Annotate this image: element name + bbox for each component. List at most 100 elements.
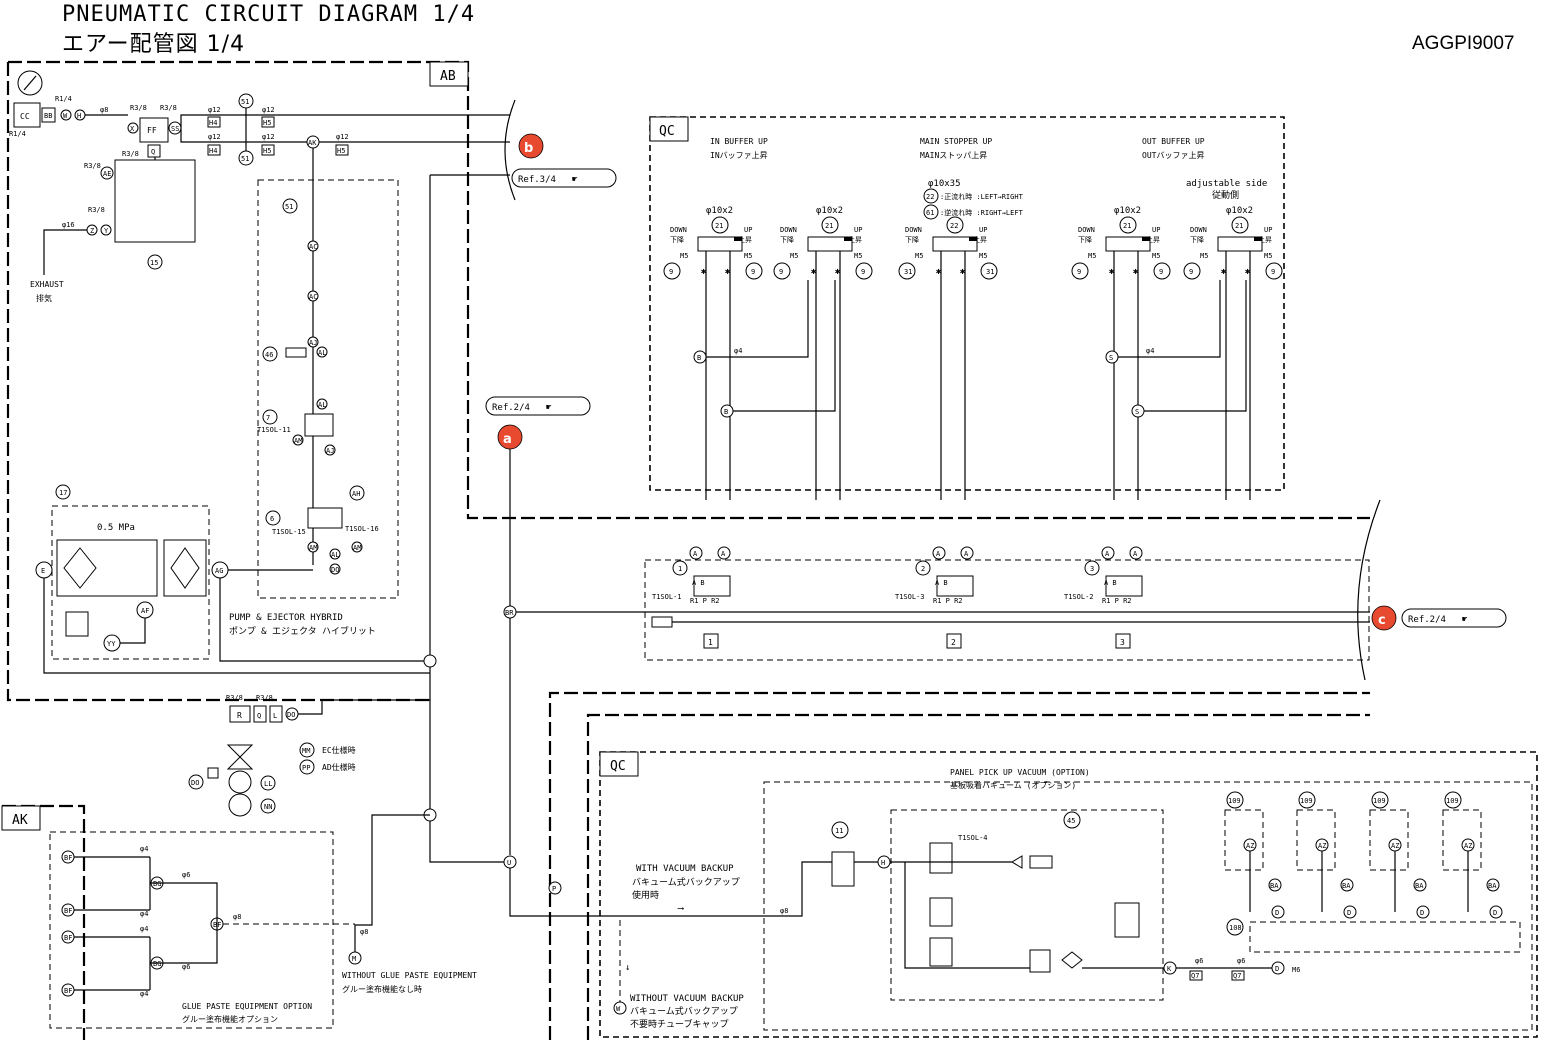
main-stopper-cyl-m5a-label: M5 [915, 252, 923, 260]
exhaust-z-label: Z [90, 227, 94, 235]
vacuum-title: PANEL PICK UP VACUUM (OPTION) [950, 768, 1090, 777]
out-buffer-cyl-1-fitting-right [1153, 262, 1171, 280]
ref-b-tag[interactable] [511, 168, 617, 188]
reg-do-label: DO [287, 711, 295, 719]
marker-b-label: b [524, 141, 533, 156]
glue-phi4-label-1: φ4 [140, 910, 148, 918]
valve-3-ports-label: R1 P R2 [1102, 597, 1132, 605]
in-buffer-cyl-2-number [821, 216, 839, 234]
suction-cup-4-zone [1442, 809, 1482, 871]
reg-bottom-line [43, 578, 430, 674]
valve-1-body [693, 575, 731, 597]
out-buffer-cyl-2-speed-control-icon-1: ✱ [1245, 267, 1251, 277]
vacuum-phi8-label: φ8 [780, 907, 788, 915]
out-buffer-cyl-2-speed-control-icon-0: ✱ [1221, 267, 1227, 277]
item-17-label: 17 [59, 489, 67, 497]
suction-cup-1-d-node [1271, 905, 1285, 919]
lock-icon [207, 767, 219, 779]
valve-br-label: BR [505, 609, 514, 617]
vacuum-with-jp-label: バキューム式バックアップ [632, 876, 740, 888]
glue-bf-label-3: BF [64, 987, 72, 995]
main-stopper-cyl-number-label: 22 [950, 222, 958, 230]
suction-cup-4-item-109-label: 109 [1446, 797, 1459, 805]
main-stopper-label: MAIN STOPPER UP [920, 137, 992, 146]
supply-phi12c-label: φ12 [262, 106, 275, 114]
reg-pp-node [299, 759, 315, 775]
ref-c-tag[interactable] [1401, 608, 1507, 628]
ref-c-label: Ref.2/4 [1408, 615, 1446, 625]
in-buffer-cyl-1-up-jp-label: 上昇 [738, 235, 752, 244]
out-buffer-cyl-1-up-label: UP [1152, 226, 1160, 234]
in-buffer-b1-label: B [697, 354, 701, 362]
vacuum-p-label: P [552, 885, 556, 893]
page-title-jp: エアー配管図 1/4 [62, 32, 246, 57]
out-buffer-cyl-1-fitting-left [1071, 262, 1089, 280]
out-buffer-cyl-1-size: φ10x2 [1114, 206, 1141, 216]
zone-qc-top-tag [649, 116, 689, 142]
pump-item-51 [282, 198, 298, 214]
suction-cup-2-item-109-label: 109 [1300, 797, 1313, 805]
glue-phi8-main-label: φ8 [233, 913, 241, 921]
out-buffer-link-1 [1118, 280, 1221, 358]
in-buffer-cyl-2-m5b-label: M5 [854, 252, 862, 260]
valve-2-body [936, 575, 974, 597]
valve-1-ab-label: A B [692, 579, 705, 587]
arrow-right-icon: ⟶ [677, 904, 684, 914]
break-curve-right [1357, 499, 1381, 681]
vacuum-with-label: WITH VACUUM BACKUP [636, 864, 734, 874]
supply-r38a-label: R3/8 [130, 104, 147, 112]
note-61-circle [923, 204, 939, 220]
reg-e-label: E [41, 567, 45, 575]
vacuum-option-zone [763, 781, 1533, 1031]
reg-yy-label: YY [107, 640, 116, 648]
suction-cup-2-d-node [1343, 905, 1357, 919]
out-buffer-cyl-2-fitting-right [1265, 262, 1283, 280]
valve-2-a2-node [960, 546, 974, 560]
out-buffer-label: OUT BUFFER UP [1142, 137, 1205, 146]
in-buffer-phi4-label: φ4 [734, 347, 742, 355]
reg-ag-line [219, 578, 430, 662]
zone-qc-bottom-zone [599, 751, 1538, 1038]
ref-a-tag[interactable] [485, 396, 591, 416]
out-buffer-cyl-1-m5b-label: M5 [1152, 252, 1160, 260]
adjustable-jp-label: 従動側 [1212, 189, 1239, 201]
main-stopper-cyl-up-jp-label: 上昇 [973, 235, 987, 244]
out-buffer-cyl-1-m5a-label: M5 [1088, 252, 1096, 260]
suction-cup-2-az-label: AZ [1318, 842, 1326, 850]
out-buffer-cyl-2-fitting-right-label: 9 [1271, 268, 1275, 276]
supply-line-top [180, 114, 510, 128]
supply-bb-label: BB [44, 112, 52, 120]
out-buffer-phi4-label: φ4 [1146, 347, 1154, 355]
pump-ac2-node [307, 290, 319, 302]
pump-aj-node [307, 336, 319, 348]
in-buffer-cyl-1-fitting-left-label: 9 [669, 268, 673, 276]
out-buffer-cyl-1-fitting-right-label: 9 [1159, 268, 1163, 276]
valve-2-number-label: 2 [921, 565, 925, 573]
suction-cup-4-d-node [1489, 905, 1503, 919]
vacuum-item-11-label: 11 [835, 827, 843, 835]
suction-cup-3-d-node [1416, 905, 1430, 919]
valve-2-sol-label: T1SOL-3 [895, 593, 925, 601]
page-title: PNEUMATIC CIRCUIT DIAGRAM 1/4 [62, 2, 476, 27]
out-buffer-cyl-1-up-jp-label: 上昇 [1146, 235, 1160, 244]
ejector-valve-1 [929, 842, 953, 874]
suction-cup-1-item-109-label: 109 [1228, 797, 1241, 805]
item-15-circle [147, 254, 163, 270]
zone-ak-right [548, 691, 1370, 1040]
break-curve-top [504, 99, 516, 201]
pump-aj2-label: AJ [326, 447, 334, 455]
pump-item-6 [265, 510, 281, 526]
valve-1-a2-label: A [721, 550, 726, 558]
vacuum-switch-icon [1114, 902, 1140, 938]
pump-item-46 [262, 346, 278, 362]
pump-am2-label: AM [309, 544, 317, 552]
in-buffer-cyl-2-fitting-left [773, 262, 791, 280]
reg-ll-label: LL [264, 780, 272, 788]
supply-q-label: Q [151, 148, 155, 156]
supply-q-box [147, 144, 161, 158]
suction-cup-1-zone [1224, 809, 1264, 871]
vacuum-q7-label: Q7 [1191, 972, 1199, 980]
supply-h4a-tag [207, 116, 221, 128]
glue-supply-line [354, 814, 430, 952]
out-buffer-cyl-2-fitting-left-label: 9 [1189, 268, 1193, 276]
